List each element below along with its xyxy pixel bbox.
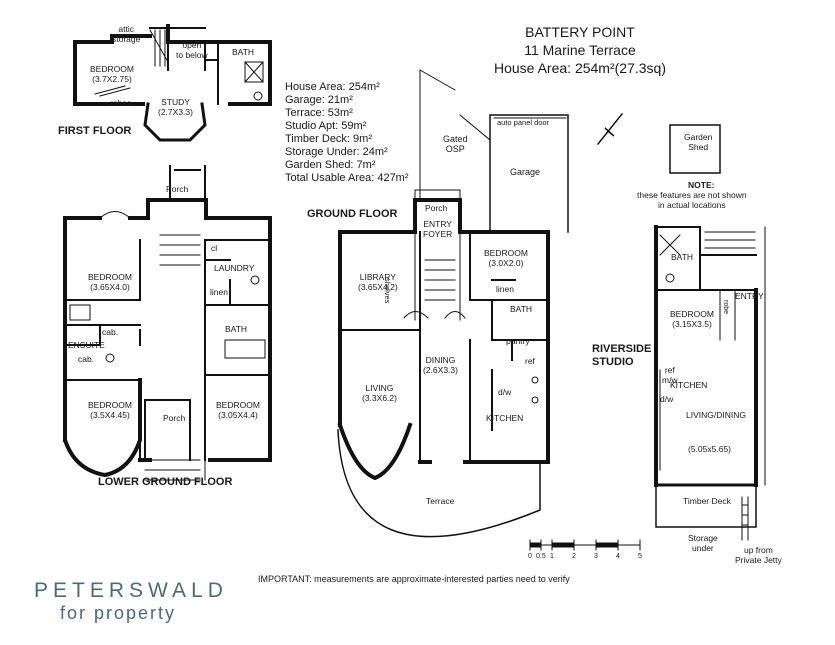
room-timber-deck: Timber Deck bbox=[683, 496, 731, 506]
area-studio: Studio Apt: 59m² bbox=[285, 120, 367, 132]
section-ground-floor: GROUND FLOOR bbox=[307, 208, 398, 220]
room-g-bedroom: BEDROOM (3.0X2.0) bbox=[484, 248, 528, 268]
label-shelves: shelves bbox=[383, 278, 392, 304]
room-gated-osp: Gated OSP bbox=[443, 134, 468, 154]
brand-tagline: for property bbox=[60, 603, 177, 623]
room-studio-kitchen: KITCHEN bbox=[670, 380, 708, 390]
scale-0: 0 bbox=[528, 553, 532, 560]
area-terrace: Terrace: 53m² bbox=[285, 107, 353, 119]
area-garage: Garage: 21m² bbox=[285, 94, 353, 106]
scale-1: 1 bbox=[550, 553, 554, 560]
property-suburb: BATTERY POINT bbox=[525, 24, 635, 40]
area-garden-shed: Garden Shed: 7m² bbox=[285, 159, 376, 171]
room-lg-bath: BATH bbox=[225, 324, 248, 334]
label-ref-mw: ref m/w bbox=[662, 365, 678, 385]
section-first-floor: FIRST FLOOR bbox=[58, 125, 132, 137]
scale-4: 4 bbox=[616, 553, 620, 560]
scale-5: 5 bbox=[638, 553, 642, 560]
room-lg-porch-top: Porch bbox=[166, 184, 189, 194]
north-arrow bbox=[596, 112, 624, 146]
room-lg-porch-bottom: Porch bbox=[163, 413, 186, 423]
riverside-studio-plan bbox=[654, 124, 766, 541]
label-up-from-jetty: up from Private Jetty bbox=[735, 545, 782, 565]
room-lg-bedroom-3: BEDROOM (3.05X4.4) bbox=[216, 400, 260, 420]
label-studio-entry: ENTRY bbox=[735, 291, 764, 301]
label-g-ref: ref bbox=[525, 356, 535, 366]
label-robes: robes bbox=[110, 98, 132, 108]
area-storage-under: Storage Under: 24m² bbox=[285, 146, 388, 158]
room-attic-storage: attic storage bbox=[112, 24, 141, 44]
room-entry-foyer: ENTRY FOYER bbox=[423, 219, 453, 239]
room-kitchen: KITCHEN bbox=[486, 413, 524, 423]
room-garage: Garage bbox=[510, 167, 541, 177]
room-ff-bath: BATH bbox=[232, 47, 255, 57]
area-house: House Area: 254m² bbox=[285, 81, 380, 93]
label-studio-dw: d/w bbox=[660, 394, 674, 404]
scale-3: 3 bbox=[594, 553, 598, 560]
room-studio-bedroom: BEDROOM (3.15X3.5) bbox=[670, 309, 714, 329]
room-g-bath: BATH bbox=[510, 304, 533, 314]
brand-name: PETERSWALD bbox=[34, 579, 228, 602]
label-g-dw: d/w bbox=[498, 387, 512, 397]
label-cab-2: cab. bbox=[78, 354, 95, 364]
room-study: STUDY (2.7X3.3) bbox=[158, 97, 193, 117]
room-library: LIBRARY (3.65X4.2) bbox=[358, 272, 398, 292]
ground-floor-plan bbox=[337, 69, 569, 538]
label-auto-panel-door: auto panel door bbox=[497, 118, 550, 127]
note-body: these features are not shown in actual l… bbox=[637, 190, 747, 210]
scale-bar bbox=[529, 539, 641, 551]
area-summary: House Area: 254m² Garage: 21m² Terrace: … bbox=[285, 81, 409, 185]
label-cl: cl bbox=[211, 243, 218, 253]
scale-0-5: 0.5 bbox=[536, 553, 546, 560]
room-g-porch: Porch bbox=[425, 203, 448, 213]
room-laundry: LAUNDRY bbox=[214, 263, 255, 273]
label-robe: robe bbox=[722, 300, 729, 315]
label-lg-linen: linen bbox=[210, 287, 228, 297]
section-riverside-studio: RIVERSIDE STUDIO bbox=[592, 343, 652, 368]
scale-2: 2 bbox=[572, 553, 576, 560]
label-living-dining-dims: (5.05x5.65) bbox=[688, 444, 731, 454]
brand-logo: PETERSWALD for property bbox=[34, 579, 228, 624]
label-storage-under: Storage under bbox=[688, 533, 718, 553]
label-g-linen: linen bbox=[496, 284, 514, 294]
note-title: NOTE: bbox=[688, 180, 715, 190]
room-terrace: Terrace bbox=[426, 496, 455, 506]
room-living: LIVING (3.3X6.2) bbox=[362, 383, 397, 403]
room-pantry: pantry bbox=[506, 336, 530, 346]
room-garden-shed: Garden Shed bbox=[684, 132, 713, 152]
area-total: Total Usable Area: 427m² bbox=[285, 172, 409, 184]
first-floor-plan bbox=[73, 24, 272, 142]
room-lg-bedroom-1: BEDROOM (3.65X4.0) bbox=[88, 272, 132, 292]
lower-ground-floor-plan bbox=[63, 165, 272, 481]
room-ensuite: ENSUITE bbox=[68, 340, 105, 350]
room-lg-bedroom-2: BEDROOM (3.5X4.45) bbox=[88, 400, 132, 420]
label-cab-1: cab. bbox=[102, 327, 119, 337]
section-lower-ground-floor: LOWER GROUND FLOOR bbox=[98, 476, 233, 488]
area-timber-deck: Timber Deck: 9m² bbox=[285, 133, 372, 145]
room-dining: DINING (2.6X3.3) bbox=[423, 355, 458, 375]
room-open-to-below: open to below bbox=[176, 40, 208, 60]
disclaimer: IMPORTANT: measurements are approximate-… bbox=[258, 574, 570, 584]
room-studio-bath: BATH bbox=[671, 252, 694, 262]
room-ff-bedroom: BEDROOM (3.7X2.75) bbox=[90, 64, 134, 84]
room-living-dining: LIVING/DINING bbox=[686, 410, 746, 420]
property-address: 11 Marine Terrace bbox=[524, 42, 636, 58]
property-house-area: House Area: 254m²(27.3sq) bbox=[494, 60, 666, 76]
